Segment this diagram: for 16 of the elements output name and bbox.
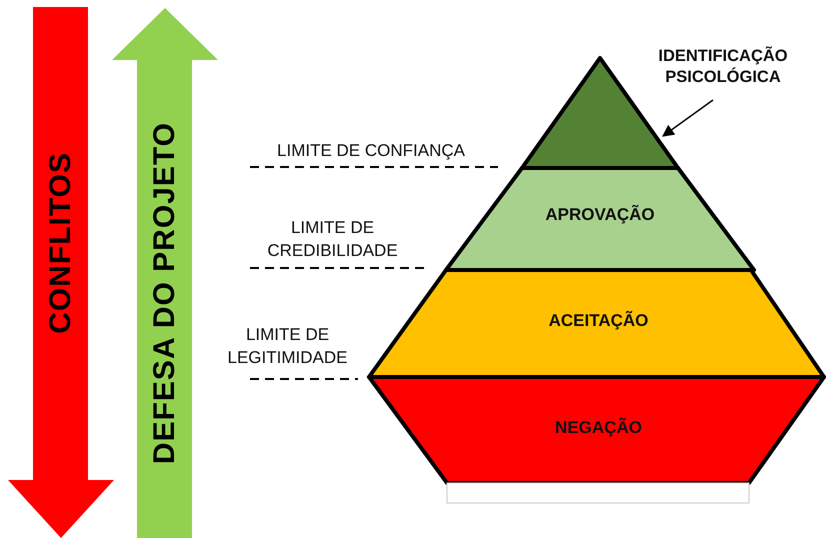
callout-text: IDENTIFICAÇÃO PSICOLÓGICA <box>636 42 810 92</box>
level-label: ACEITAÇÃO <box>548 310 648 330</box>
arrow-label: DEFESA DO PROJETO <box>148 122 182 464</box>
leader-arrow <box>662 99 714 137</box>
limit-label: LIMITE DE LEGITIMIDADE <box>226 324 348 369</box>
level-label: NEGAÇÃO <box>555 418 642 438</box>
limit-label: LIMITE DE CREDIBILIDADE <box>266 217 399 262</box>
base-plate <box>447 483 749 503</box>
level-label: APROVAÇÃO <box>545 205 655 225</box>
arrow-label: CONFLITOS <box>44 152 78 334</box>
pyramid-level <box>369 377 826 483</box>
pyramid-level <box>446 168 754 270</box>
arrow-band <box>112 8 218 538</box>
arrow-band <box>8 7 114 538</box>
pyramid-level <box>369 270 826 377</box>
limit-label: LIMITE DE CONFIANÇA <box>276 140 466 162</box>
